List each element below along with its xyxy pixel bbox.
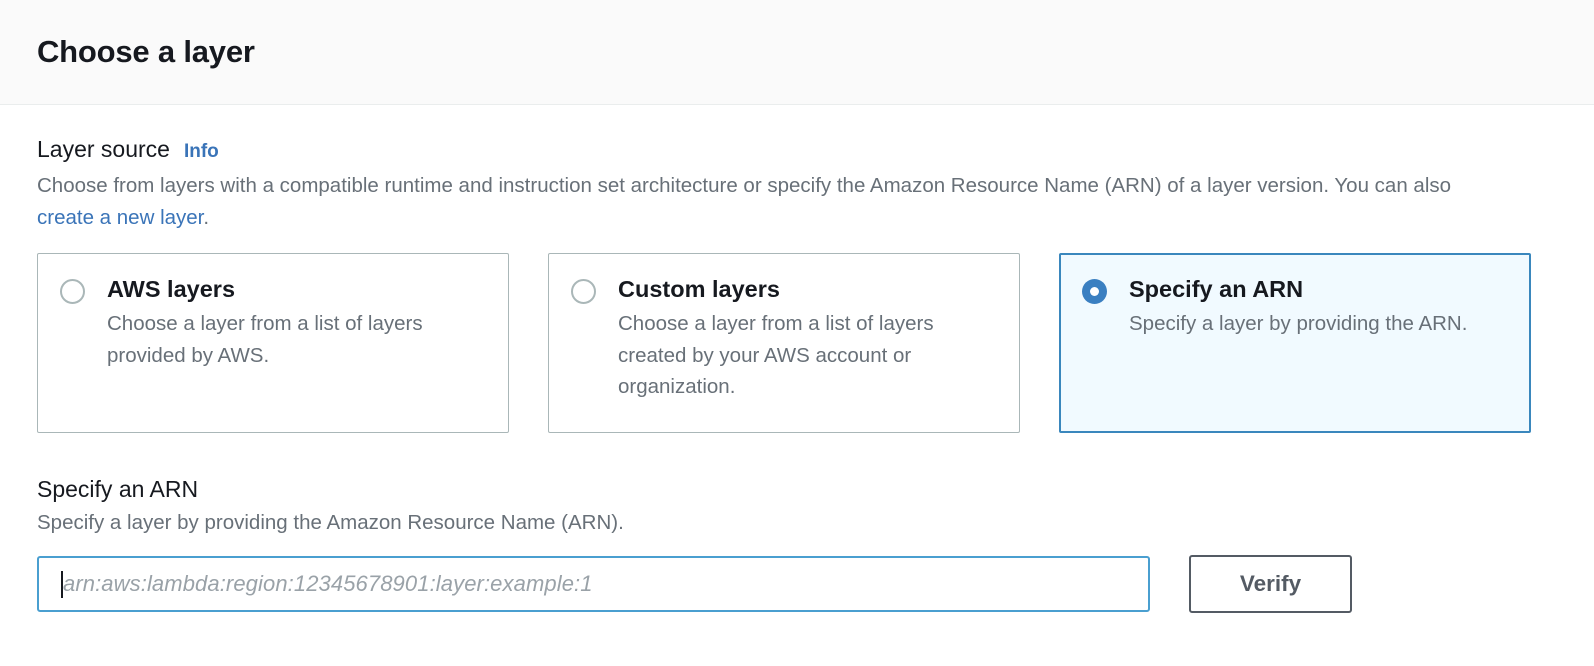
layer-source-description: Choose from layers with a compatible run… xyxy=(37,170,1497,234)
layer-source-options: AWS layers Choose a layer from a list of… xyxy=(37,252,1557,433)
arn-description: Specify a layer by providing the Amazon … xyxy=(37,511,624,535)
radio-card-specify-an-arn-description: Specify a layer by providing the ARN. xyxy=(1129,311,1468,335)
radio-card-aws-layers-text: AWS layers Choose a layer from a list of… xyxy=(107,275,486,372)
text-cursor xyxy=(61,570,63,598)
radio-card-specify-an-arn-text: Specify an ARN Specify a layer by provid… xyxy=(1129,275,1508,340)
create-a-new-layer-link[interactable]: create a new layer xyxy=(37,205,204,229)
panel-body: Layer source Info Choose from layers wit… xyxy=(0,105,1594,614)
info-link[interactable]: Info xyxy=(183,141,219,162)
radio-card-aws-layers-description: Choose a layer from a list of layers pro… xyxy=(107,311,423,367)
radio-card-custom-layers-text: Custom layers Choose a layer from a list… xyxy=(618,275,997,403)
layer-source-label: Layer source xyxy=(37,136,170,162)
radio-card-custom-layers-description: Choose a layer from a list of layers cre… xyxy=(618,311,934,399)
page-title: Choose a layer xyxy=(37,33,255,69)
radio-card-custom-layers[interactable]: Custom layers Choose a layer from a list… xyxy=(548,252,1020,433)
arn-input[interactable]: arn:aws:lambda:region:12345678901:layer:… xyxy=(37,556,1150,613)
arn-input-placeholder: arn:aws:lambda:region:12345678901:layer:… xyxy=(63,571,593,597)
radio-card-custom-layers-title: Custom layers xyxy=(618,275,780,302)
radio-icon-specify-an-arn[interactable] xyxy=(1082,278,1107,304)
arn-heading: Specify an ARN xyxy=(37,475,199,502)
arn-section: Specify an ARN Specify a layer by provid… xyxy=(37,475,1557,614)
verify-button[interactable]: Verify xyxy=(1189,555,1352,614)
radio-card-aws-layers[interactable]: AWS layers Choose a layer from a list of… xyxy=(37,252,509,433)
radio-card-aws-layers-title: AWS layers xyxy=(107,275,236,302)
layer-source-description-period: . xyxy=(203,205,210,229)
layer-source-description-text: Choose from layers with a compatible run… xyxy=(37,173,1452,197)
radio-icon-aws-layers[interactable] xyxy=(60,278,85,304)
radio-card-specify-an-arn-title: Specify an ARN xyxy=(1129,275,1304,302)
layer-source-label-row: Layer source Info xyxy=(37,135,1557,164)
arn-input-row: arn:aws:lambda:region:12345678901:layer:… xyxy=(37,555,1557,614)
panel-header: Choose a layer xyxy=(0,0,1594,105)
radio-card-specify-an-arn[interactable]: Specify an ARN Specify a layer by provid… xyxy=(1059,252,1531,433)
radio-icon-custom-layers[interactable] xyxy=(571,278,596,304)
